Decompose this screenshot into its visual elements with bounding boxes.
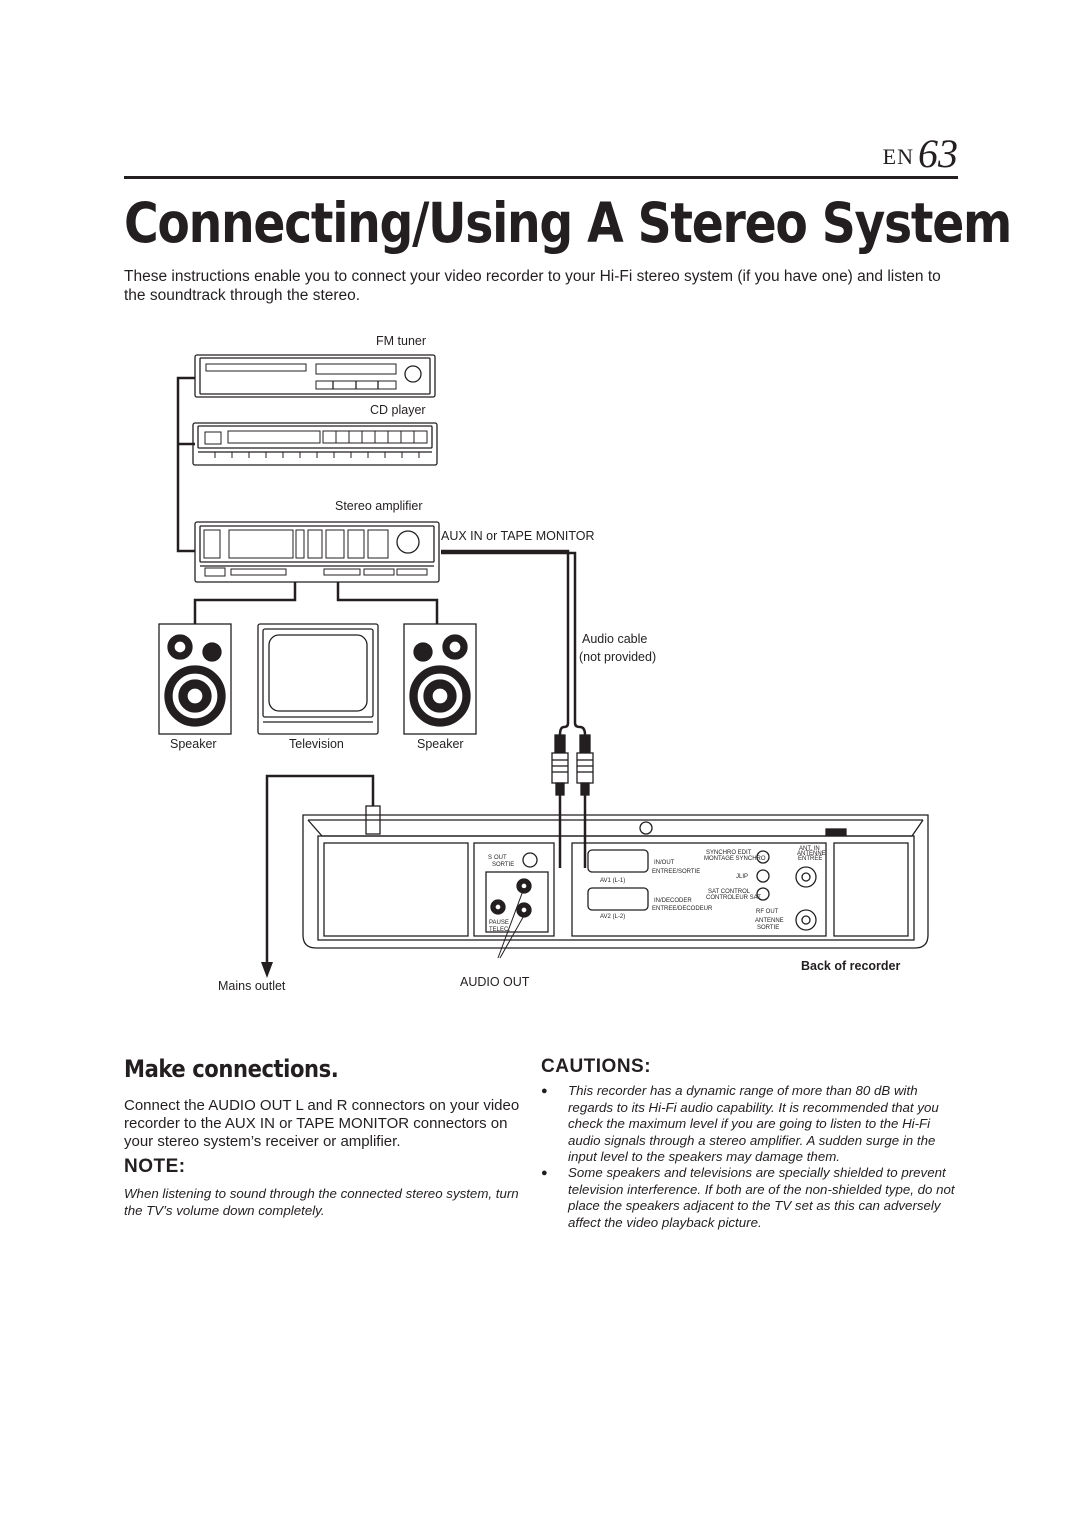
- panel-sat-control-label: SAT CONTROL: [708, 889, 751, 895]
- page-number: 63: [918, 131, 958, 176]
- television-label: Television: [289, 737, 344, 751]
- audio-cable-right: [441, 551, 587, 736]
- caution-item: ● This recorder has a dynamic range of m…: [541, 1083, 961, 1166]
- panel-ant-in-label: ANT. IN: [799, 846, 820, 852]
- not-provided-label: (not provided): [579, 650, 656, 664]
- left-speaker-device: [158, 623, 232, 735]
- cd-player-label: CD player: [370, 403, 426, 417]
- bullet-icon: ●: [541, 1085, 548, 1097]
- note-body: When listening to sound through the conn…: [124, 1186, 519, 1218]
- right-speaker-device: [403, 623, 477, 735]
- panel-labels: S OUT SORTIE PAUSE TELEC. IN/OUT ENTREE/…: [488, 846, 826, 933]
- panel-antenne-entree-label: ANTENNE: [797, 851, 826, 857]
- speaker-left-label: Speaker: [170, 737, 217, 751]
- panel-av1-label: AV1 (L-1): [600, 878, 625, 884]
- panel-in-decoder-label: IN/DECODER: [654, 898, 692, 904]
- mains-cable: [265, 774, 375, 962]
- panel-montage-synchro-label: MONTAGE SYNCHRO: [704, 856, 766, 862]
- make-connections-heading: Make connections.: [124, 1055, 339, 1083]
- caution-text: This recorder has a dynamic range of mor…: [568, 1083, 939, 1164]
- panel-rf-out-label: RF OUT: [756, 909, 779, 915]
- audio-cable-label: Audio cable: [582, 632, 647, 646]
- rca-plug-right: [576, 734, 594, 796]
- back-of-recorder-label: Back of recorder: [801, 959, 900, 973]
- audio-cable-left: [441, 549, 570, 736]
- panel-jlip-label: JLIP: [736, 874, 748, 880]
- cd-player-device: [192, 422, 438, 466]
- fm-tuner-label: FM tuner: [376, 334, 426, 348]
- panel-synchro-edit-label: SYNCHRO EDIT: [706, 850, 752, 856]
- rca-plug-left: [551, 734, 569, 796]
- panel-out-label: OUT: [494, 855, 507, 861]
- audio-out-label: AUDIO OUT: [460, 975, 530, 989]
- cautions-heading: CAUTIONS:: [541, 1056, 652, 1077]
- television-device: [257, 623, 379, 735]
- right-speaker-wire: [336, 582, 439, 624]
- panel-antenne-label: ANTENNE: [755, 918, 784, 924]
- recorder-back-panel: [302, 814, 929, 949]
- page-title: Connecting/Using A Stereo System: [124, 191, 1012, 255]
- panel-entree-label: ENTREE: [798, 856, 822, 862]
- panel-entree-decodeur-label: ENTREE/DECODEUR: [652, 906, 713, 912]
- panel-sortie-label: SORTIE: [492, 862, 514, 868]
- panel-sortie2-label: SORTIE: [757, 925, 779, 931]
- header-rule: [124, 176, 958, 179]
- make-connections-body: Connect the AUDIO OUT L and R connectors…: [124, 1097, 520, 1150]
- aux-in-label: AUX IN or TAPE MONITOR: [441, 529, 595, 543]
- fm-tuner-device: [194, 354, 436, 398]
- caution-item: ● Some speakers and televisions are spec…: [541, 1165, 961, 1231]
- connection-diagram: FM tuner CD player Stereo amplifier: [158, 334, 929, 993]
- caution-text: Some speakers and televisions are specia…: [568, 1165, 955, 1230]
- panel-telec-label: TELEC.: [489, 927, 510, 933]
- panel-in-out-label: IN/OUT: [654, 860, 675, 866]
- panel-controleur-sat-label: CONTROLEUR SAT: [706, 895, 761, 901]
- panel-av2-label: AV2 (L-2): [600, 914, 625, 920]
- stereo-amplifier-device: [194, 521, 440, 583]
- panel-entree-sortie-label: ENTREE/SORTIE: [652, 869, 700, 875]
- tuner-to-amp-wire: [176, 376, 195, 553]
- stereo-amplifier-label: Stereo amplifier: [335, 499, 423, 513]
- note-heading: NOTE:: [124, 1156, 186, 1177]
- page-header: EN 63: [124, 131, 958, 176]
- language-code: EN: [882, 144, 914, 169]
- left-speaker-wire: [193, 582, 297, 624]
- mains-arrow: [261, 962, 273, 978]
- speaker-right-label: Speaker: [417, 737, 464, 751]
- panel-pause-label: PAUSE: [489, 920, 509, 926]
- mains-outlet-label: Mains outlet: [218, 979, 286, 993]
- intro-paragraph: These instructions enable you to connect…: [124, 268, 941, 304]
- panel-s-out-label: S: [488, 855, 492, 861]
- bullet-icon: ●: [541, 1167, 548, 1179]
